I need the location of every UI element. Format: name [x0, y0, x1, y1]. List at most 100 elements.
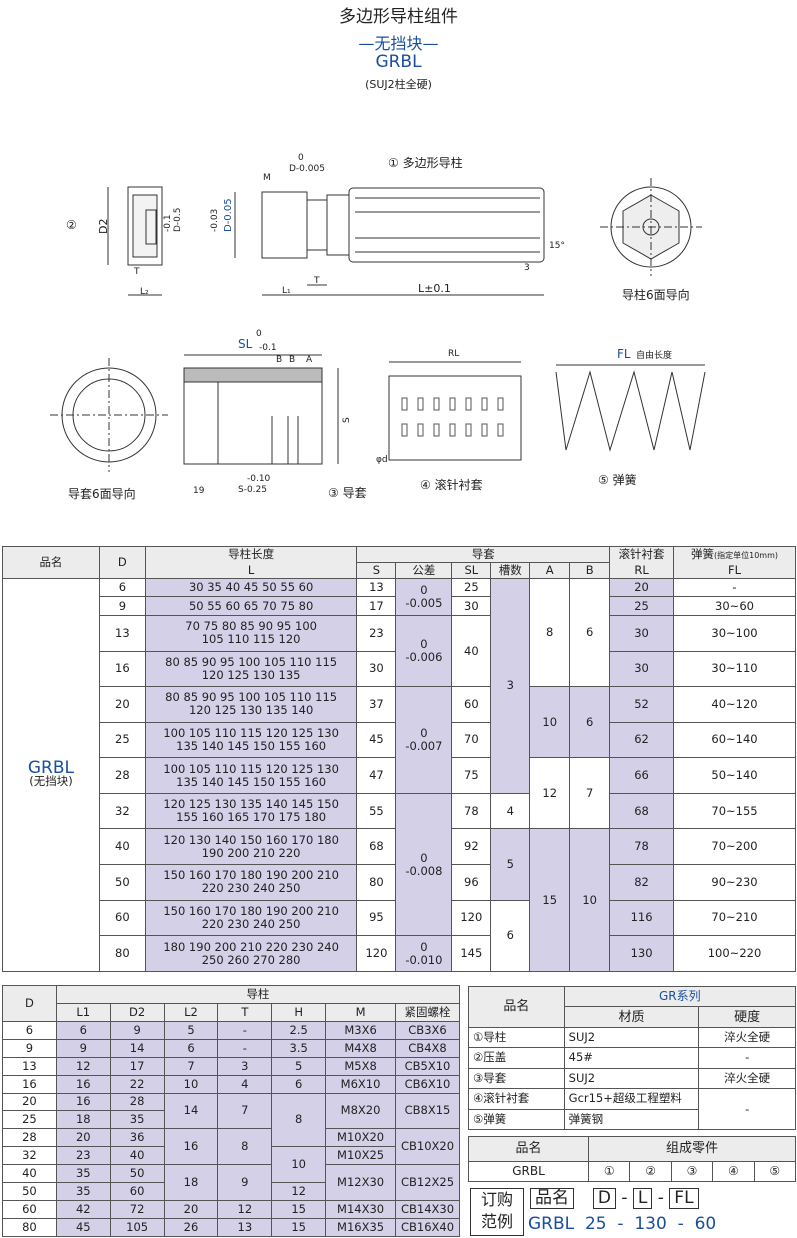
cell-rl: 130: [609, 935, 675, 972]
cell2-screw: CB3X6: [395, 1020, 460, 1040]
cell2-d2: 14: [109, 1038, 165, 1058]
cell2-screw: CB12X25: [395, 1164, 460, 1202]
cell2-screw: CB10X20: [395, 1128, 460, 1166]
cell-sl: 70: [451, 721, 492, 759]
cell2-d: 28: [2, 1128, 57, 1148]
cell2-screw: CB8X15: [395, 1092, 460, 1130]
cell2-l1: 18: [55, 1110, 111, 1130]
cell3-mat: SUJ2: [563, 1067, 700, 1090]
cell2-h: 5: [271, 1056, 327, 1076]
cell2-d: 6: [2, 1020, 57, 1040]
th3-series: GR系列: [563, 985, 797, 1008]
cell2-d2: 17: [109, 1056, 165, 1076]
cell-fl: 50~140: [673, 757, 796, 794]
cell-d: 6: [98, 577, 146, 598]
dim-b2: B: [289, 355, 295, 365]
cell-d: 60: [98, 899, 146, 937]
cell-s: 17: [356, 596, 397, 616]
cell2-l2: 16: [163, 1128, 219, 1166]
th-groove: 槽数: [490, 562, 531, 579]
cell-d: 50: [98, 864, 146, 901]
cell2-l2: 10: [163, 1074, 219, 1094]
th-tol: 公差: [395, 562, 453, 579]
order-dash: -: [657, 1188, 664, 1208]
cell2-m: M12X30: [325, 1164, 397, 1202]
dim-minus01: -0.1: [163, 214, 173, 232]
cell-s: 55: [356, 792, 397, 830]
cell-sl: 40: [451, 614, 492, 688]
th-s: S: [356, 562, 397, 579]
product-cell: GRBL(无挡块): [2, 578, 100, 972]
cell3-name: ④滚针衬套: [468, 1088, 565, 1110]
cell-groove: 3: [490, 578, 531, 794]
order-dash: -: [621, 1188, 628, 1208]
cell-rl: 116: [609, 899, 675, 937]
cell-b: 6: [569, 577, 611, 688]
th-name: 品名: [2, 546, 100, 579]
th2-t: T: [217, 1002, 273, 1022]
spring-coil: [555, 370, 706, 452]
cell2-l2: 18: [163, 1164, 219, 1202]
cell-tol: 0-0.006: [395, 614, 453, 688]
cell-rl: 66: [609, 757, 675, 794]
dim-deg15: 15°: [549, 241, 565, 251]
cell-b: 7: [569, 757, 611, 830]
part1-label: ① 多边形导柱: [388, 156, 463, 170]
cell-fl: 60~140: [673, 721, 796, 759]
cell2-l1: 9: [55, 1038, 111, 1058]
cell2-m: M14X30: [325, 1200, 397, 1219]
cell-d: 40: [98, 828, 146, 866]
cell-rl: 30: [609, 650, 675, 688]
cell2-d: 13: [2, 1056, 57, 1076]
cell3-hard: 淬火全硬: [698, 1026, 796, 1049]
cell-rl: 30: [609, 614, 675, 652]
dim-fl: FL: [617, 347, 631, 361]
cell-d: 25: [98, 721, 146, 759]
cell-fl: 70~210: [673, 899, 796, 937]
cell-d: 16: [98, 650, 146, 688]
part3-label: ③ 导套: [328, 486, 367, 500]
cell3-mat: SUJ2: [563, 1026, 700, 1049]
cell2-screw: CB6X10: [395, 1074, 460, 1094]
cell2-l2: 20: [163, 1200, 219, 1219]
dim-three: 3: [524, 263, 530, 273]
dim-s010: -0.10: [247, 474, 271, 484]
order-l-box: L: [632, 1188, 653, 1209]
cell2-l1: 6: [55, 1020, 111, 1040]
cell-len: 30 35 40 45 50 55 60: [144, 577, 358, 598]
order-v2: 130: [634, 1214, 667, 1234]
dim-sl-tol: -0.1: [259, 343, 277, 353]
part2-marker: ②: [66, 218, 77, 232]
th2-m: M: [325, 1002, 397, 1022]
cell-rl: 68: [609, 792, 675, 830]
order-format-row: 品名 D - L - FL: [530, 1188, 699, 1209]
cell2-l1: 42: [55, 1200, 111, 1219]
cell-b: 6: [569, 686, 611, 759]
dim-d003: -0.03: [210, 209, 220, 232]
cell-a: 8: [529, 577, 571, 688]
cell2-d2: 28: [109, 1092, 165, 1112]
post-head: [261, 191, 308, 259]
cell2-m: M10X25: [325, 1146, 397, 1166]
dim-b1: B: [276, 355, 282, 365]
th-sl: SL: [451, 562, 492, 579]
cell-s: 95: [356, 899, 397, 937]
order-v3: 60: [694, 1214, 717, 1234]
dim-sl-tol0: 0: [256, 329, 262, 339]
cell-d: 20: [98, 686, 146, 723]
cell-d: 28: [98, 757, 146, 794]
cell-rl: 20: [609, 577, 675, 598]
cell2-d: 25: [2, 1110, 57, 1130]
cell2-d2: 9: [109, 1020, 165, 1040]
cell2-d: 50: [2, 1182, 57, 1202]
cell-rl: 62: [609, 721, 675, 759]
cell-sl: 60: [451, 686, 492, 723]
cell2-m: M8X20: [325, 1092, 397, 1130]
cell3-name: ③导套: [468, 1067, 565, 1090]
dim-l01: L±0.1: [418, 282, 451, 295]
guide-post-dir-label: 导柱6面导向: [622, 288, 690, 302]
